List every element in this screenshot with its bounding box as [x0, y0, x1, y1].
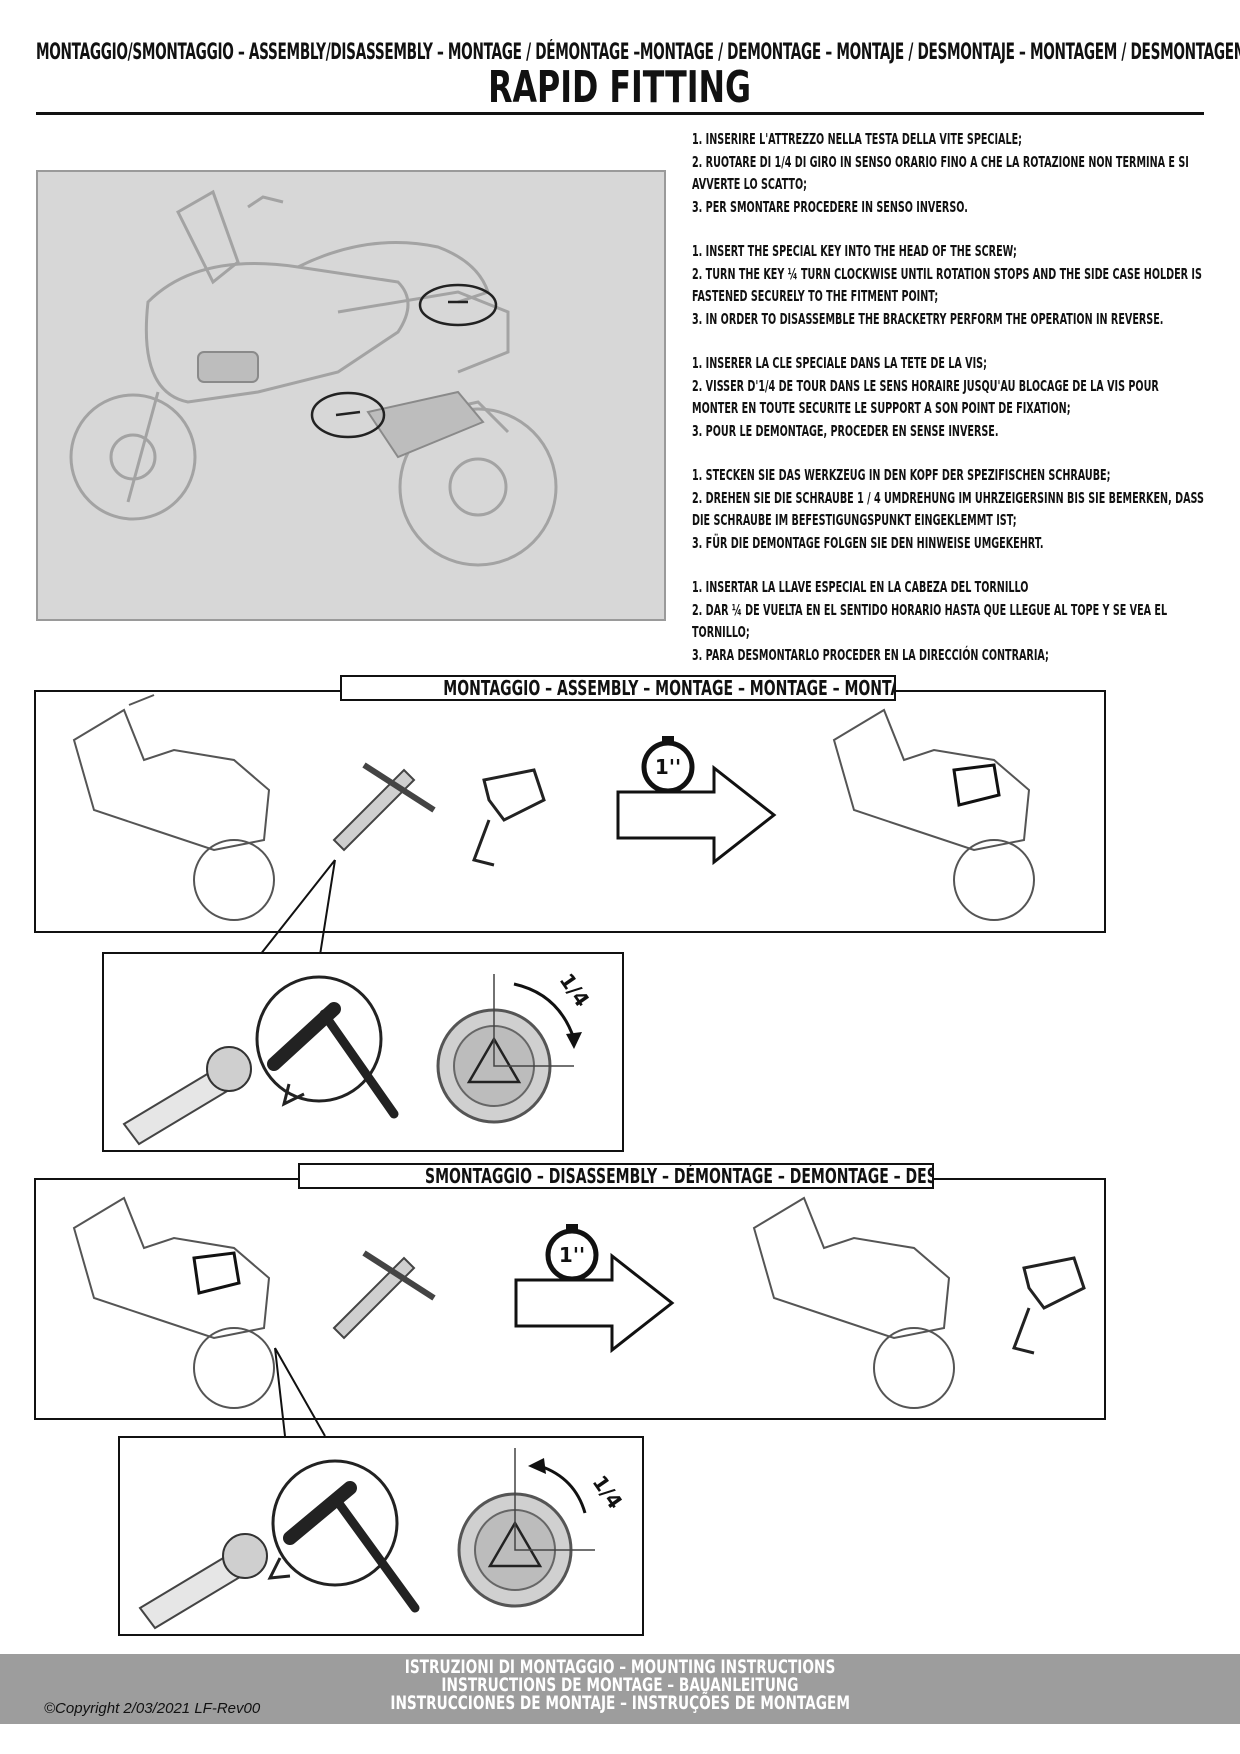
motorcycle-before-icon	[72, 694, 275, 921]
disassembly-banner: SMONTAGGIO – DISASSEMBLY – DÉMONTAGE – D…	[298, 1163, 934, 1189]
disassembly-callout-pointer	[274, 1347, 326, 1437]
footer-title: ISTRUZIONI DI MONTAGGIO – MOUNTING INSTR…	[390, 1656, 850, 1714]
timer-label: 1''	[559, 1243, 585, 1267]
motorcycle-overview-illustration	[36, 170, 666, 621]
assembly-steps-illustration: 1''	[72, 694, 1035, 921]
assembly-detail-panel	[102, 952, 624, 1152]
counterclockwise-rotation-detail	[138, 1448, 595, 1630]
motorcycle-before-icon	[72, 1196, 275, 1409]
copyright-notice: ©Copyright 2/03/2021 LF-Rev00	[44, 1700, 261, 1717]
bracket-icon	[472, 768, 546, 867]
page-title: RAPID FITTING	[488, 62, 752, 113]
disassembly-steps-illustration: 1''	[72, 1196, 1086, 1409]
footer-bar	[0, 1654, 1240, 1724]
assembly-banner: MONTAGGIO – ASSEMBLY – MONTAGE – MONTAGE…	[340, 675, 896, 701]
clockwise-rotation-detail	[122, 974, 582, 1146]
assembly-callout-pointer	[259, 859, 336, 956]
instructions-french: 1. INSERER LA CLE SPECIALE DANS LA TETE …	[692, 354, 1159, 440]
instructions-spanish: 1. INSERTAR LA LLAVE ESPECIAL EN LA CABE…	[692, 578, 1168, 664]
motorcycle-drawing	[69, 189, 558, 567]
bracket-icon	[1012, 1256, 1086, 1355]
right-arrow-icon	[616, 764, 777, 866]
disassembly-detail-panel	[118, 1436, 644, 1636]
motorcycle-after-icon	[832, 708, 1035, 921]
instructions-italian: 1. INSERIRE L'ATTREZZO NELLA TESTA DELLA…	[692, 130, 1189, 216]
right-arrow-icon	[514, 1252, 675, 1354]
key-tool-icon	[332, 1250, 436, 1340]
instructions-german: 1. STECKEN SIE DAS WERKZEUG IN DEN KOPF …	[692, 466, 1204, 552]
timer-label: 1''	[655, 755, 681, 779]
key-tool-icon	[332, 762, 436, 852]
header-divider	[36, 112, 1204, 115]
operations-header: MONTAGGIO/SMONTAGGIO – ASSEMBLY/DISASSEM…	[36, 40, 1240, 65]
motorcycle-after-icon	[752, 1196, 955, 1409]
instructions-english: 1. INSERT THE SPECIAL KEY INTO THE HEAD …	[692, 242, 1202, 328]
